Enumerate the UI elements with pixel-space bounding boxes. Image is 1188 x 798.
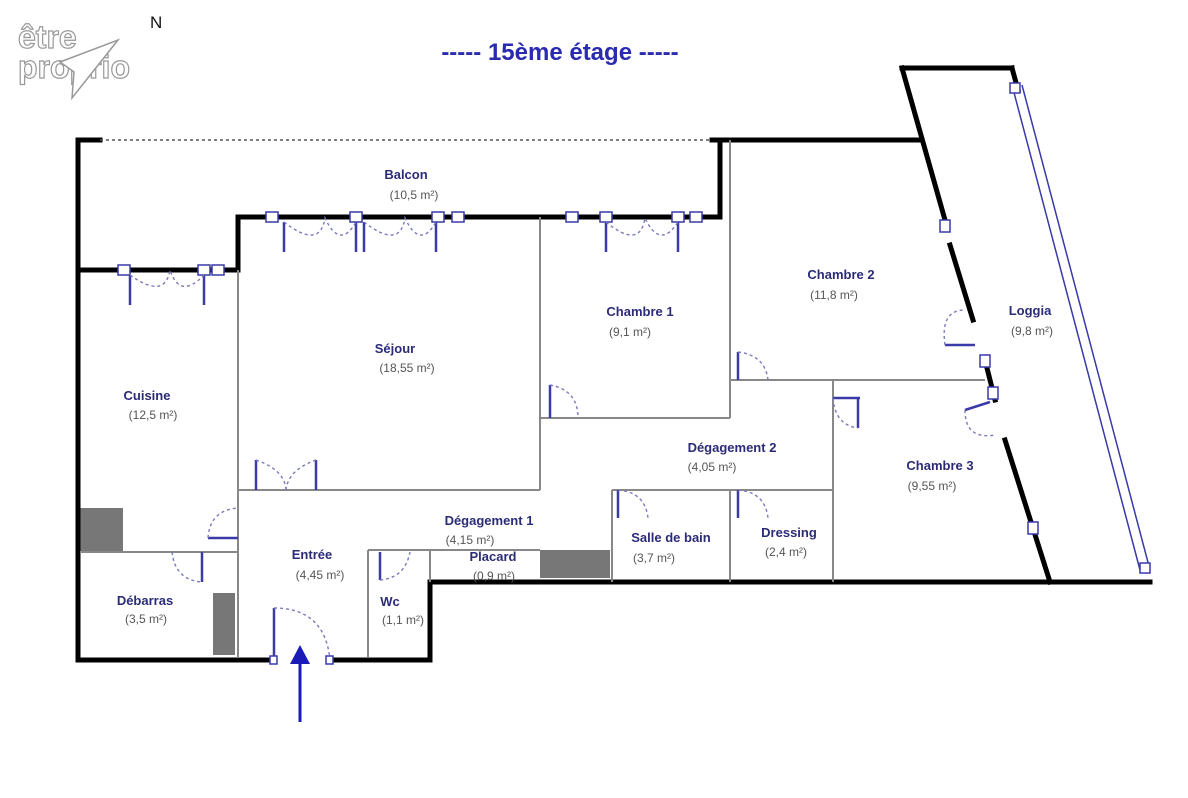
room-area: (4,45 m²) — [296, 568, 345, 582]
room-area: (18,55 m²) — [379, 361, 434, 375]
room-label-dressing: Dressing (2,4 m²) — [761, 525, 817, 559]
paper-plane-icon — [58, 38, 121, 101]
room-name: Cuisine — [124, 388, 171, 403]
entrance-arrow-icon — [290, 645, 310, 722]
duct-block-1 — [80, 508, 123, 552]
room-name: Chambre 2 — [807, 267, 874, 282]
room-area: (3,7 m²) — [633, 551, 675, 565]
room-label-degagement1: Dégagement 1 (4,15 m²) — [445, 513, 534, 547]
room-name: Séjour — [375, 341, 415, 356]
room-area: (10,5 m²) — [390, 188, 439, 202]
interior-walls — [80, 140, 985, 658]
room-label-sejour: Séjour (18,55 m²) — [375, 341, 435, 375]
room-label-cuisine: Cuisine (12,5 m²) — [124, 388, 178, 422]
room-area: (2,4 m²) — [765, 545, 807, 559]
floor-title: ----- 15ème étage ----- — [441, 39, 678, 66]
duct-block-2 — [213, 593, 235, 655]
room-label-entree: Entrée (4,45 m²) — [292, 547, 345, 582]
room-area: (11,8 m²) — [810, 288, 858, 302]
room-name: Salle de bain — [631, 530, 711, 545]
room-label-wc: Wc (1,1 m²) — [380, 594, 424, 627]
loggia-glazing — [1009, 82, 1151, 574]
room-name: Placard — [470, 549, 517, 564]
room-label-debarras: Débarras (3,5 m²) — [117, 593, 173, 626]
room-name: Loggia — [1009, 303, 1052, 318]
etre-proprio-logo: être proprio — [17, 18, 131, 101]
logo-line-2: proprio — [18, 49, 130, 85]
room-name: Chambre 3 — [906, 458, 973, 473]
room-area: (9,55 m²) — [908, 479, 957, 493]
room-label-loggia: Loggia (9,8 m²) — [1009, 303, 1053, 338]
logo-line-1: être — [18, 19, 77, 55]
interior-doors — [171, 219, 1039, 665]
balcony-doors — [117, 211, 703, 305]
room-label-chambre1: Chambre 1 (9,1 m²) — [606, 304, 673, 339]
room-label-placard: Placard (0,9 m²) — [470, 549, 517, 583]
room-area: (3,5 m²) — [125, 612, 167, 626]
room-area: (4,05 m²) — [688, 460, 737, 474]
room-name: Débarras — [117, 593, 173, 608]
room-name: Dressing — [761, 525, 817, 540]
room-area: (12,5 m²) — [129, 408, 178, 422]
room-area: (9,1 m²) — [609, 325, 651, 339]
room-name: Balcon — [384, 167, 427, 182]
room-label-degagement2: Dégagement 2 (4,05 m²) — [688, 440, 777, 474]
room-name: Dégagement 2 — [688, 440, 777, 455]
room-name: Chambre 1 — [606, 304, 673, 319]
room-area: (0,9 m²) — [473, 569, 515, 583]
duct-block-3 — [540, 550, 610, 578]
room-area: (4,15 m²) — [446, 533, 495, 547]
room-name: Wc — [380, 594, 400, 609]
room-label-balcon: Balcon (10,5 m²) — [384, 167, 438, 202]
room-name: Dégagement 1 — [445, 513, 534, 528]
room-name: Entrée — [292, 547, 332, 562]
room-label-chambre3: Chambre 3 (9,55 m²) — [906, 458, 973, 493]
room-area: (1,1 m²) — [382, 613, 424, 627]
room-label-sdb: Salle de bain (3,7 m²) — [631, 530, 711, 565]
north-label: N — [150, 13, 162, 32]
room-label-chambre2: Chambre 2 (11,8 m²) — [807, 267, 874, 302]
room-area: (9,8 m²) — [1011, 324, 1053, 338]
